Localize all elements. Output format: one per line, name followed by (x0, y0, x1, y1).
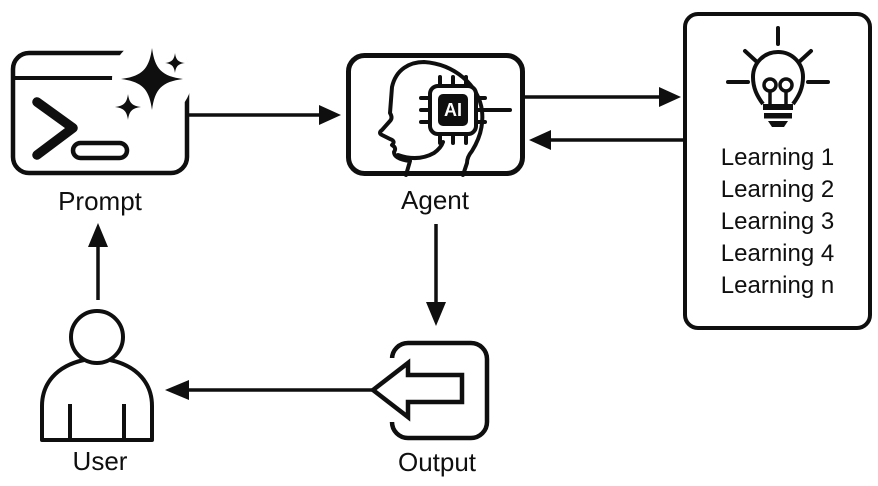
learning-item: Learning n (720, 272, 835, 299)
terminal-cursor (70, 140, 130, 161)
user-label: User (72, 446, 128, 476)
terminal-chevron (32, 97, 78, 160)
learnings-panel: Learning 1 Learning 2 Learning 3 Learnin… (683, 12, 872, 330)
learnings-list: Learning 1 Learning 2 Learning 3 Learnin… (721, 142, 834, 302)
learning-item: Learning 3 (720, 208, 835, 235)
prompt-label: Prompt (58, 186, 142, 216)
arrow-learnings-to-agent (529, 130, 683, 150)
arrow-agent-to-learnings (523, 87, 681, 107)
ai-chip: AI (419, 75, 512, 145)
learning-item: Learning 4 (720, 240, 835, 267)
head-profile (378, 60, 485, 177)
arrow-agent-to-output (426, 224, 446, 326)
head-ai-chip-icon: AI (346, 53, 525, 177)
agent-label: Agent (401, 185, 469, 215)
output-label: Output (397, 447, 477, 477)
sparkle-icon (114, 48, 186, 121)
terminal-sparkles-icon (10, 39, 192, 176)
arrow-output-to-user (165, 380, 373, 400)
arrow-user-to-prompt (88, 223, 108, 300)
export-arrow-icon (369, 340, 490, 441)
arrow-prompt-to-agent (188, 105, 341, 125)
person-icon (40, 309, 154, 442)
learning-item: Learning 2 (720, 176, 835, 203)
lightbulb-icon (725, 26, 830, 127)
learning-item: Learning 1 (720, 144, 835, 171)
chip-label: AI (444, 100, 462, 120)
